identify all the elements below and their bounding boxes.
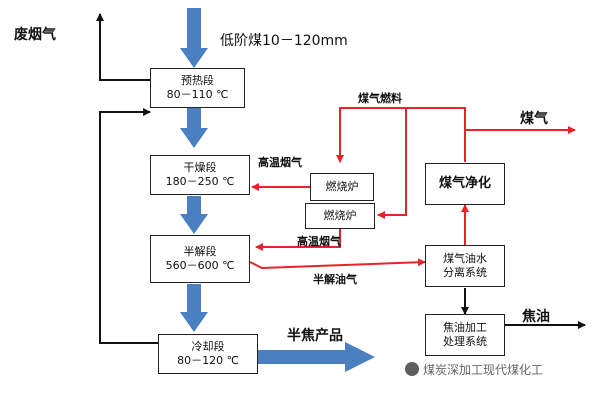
product-arrow <box>258 342 375 372</box>
gas-oil-water-separation-box: 煤气油水 分离系统 <box>425 245 505 287</box>
feed-label: 低阶煤10－120mm <box>220 33 348 49</box>
preheat-to-dry-arrow <box>180 108 208 148</box>
dry-title: 干燥段 <box>183 161 217 174</box>
separation-line1: 煤气油水 <box>443 252 487 265</box>
dry-stage-box: 干燥段 180－250 ℃ <box>150 155 250 195</box>
preheat-temp: 80－110 ℃ <box>166 88 229 101</box>
burner-1-box: 燃烧炉 <box>310 173 374 201</box>
burner-1-label: 燃烧炉 <box>325 180 359 193</box>
burner-2-label: 燃烧炉 <box>323 209 357 222</box>
cooling-stage-box: 冷却段 80－120 ℃ <box>158 334 258 374</box>
tar-processing-box: 焦油加工 处理系统 <box>425 314 505 356</box>
waste-gas-label: 废烟气 <box>14 27 56 43</box>
black-flows <box>96 13 586 344</box>
cooling-title: 冷却段 <box>191 340 225 353</box>
oil-gas-line <box>249 258 426 270</box>
hot-flue-gas-label-2: 高温烟气 <box>297 235 341 248</box>
recycle-loop-line <box>99 108 158 344</box>
gas-outlet-line <box>464 126 576 162</box>
separation-line2: 分离系统 <box>443 266 487 279</box>
pyrolysis-title: 半解段 <box>183 245 217 258</box>
feed-arrow <box>180 8 208 68</box>
gas-fuel-branch <box>377 108 407 219</box>
oil-gas-label: 半解油气 <box>313 273 357 286</box>
burner2-to-pyro-line <box>255 228 341 251</box>
cool-loop-line <box>112 300 150 343</box>
red-flows <box>249 107 576 270</box>
preheat-title: 预热段 <box>181 74 214 87</box>
burner-2-box: 燃烧炉 <box>305 203 375 229</box>
pyro-to-cool-arrow <box>180 284 208 332</box>
gas-purification-label: 煤气净化 <box>438 176 491 191</box>
tar-processing-line2: 处理系统 <box>443 335 487 348</box>
product-label: 半焦产品 <box>287 328 343 344</box>
cooling-temp: 80－120 ℃ <box>177 354 239 367</box>
preheat-stage-box: 预热段 80－110 ℃ <box>150 68 245 108</box>
wechat-icon <box>405 362 419 376</box>
gas-fuel-header <box>336 107 466 163</box>
tar-processing-line1: 焦油加工 <box>443 321 487 334</box>
pyrolysis-stage-box: 半解段 560－600 ℃ <box>150 235 250 283</box>
dry-temp: 180－250 ℃ <box>165 175 235 188</box>
dry-to-pyro-arrow <box>180 196 208 234</box>
watermark-text: 煤炭深加工现代煤化工 <box>423 363 544 377</box>
hot-flue-gas-label-1: 高温烟气 <box>258 156 302 169</box>
gas-fuel-label: 煤气燃料 <box>358 92 402 105</box>
gas-purification-box: 煤气净化 <box>425 163 505 205</box>
tar-label: 焦油 <box>522 309 550 325</box>
pyrolysis-temp: 560－600 ℃ <box>165 259 235 272</box>
waste-gas-line <box>96 13 150 81</box>
coal-flow-arrows <box>180 8 375 372</box>
gas-outlet-label: 煤气 <box>520 111 548 127</box>
